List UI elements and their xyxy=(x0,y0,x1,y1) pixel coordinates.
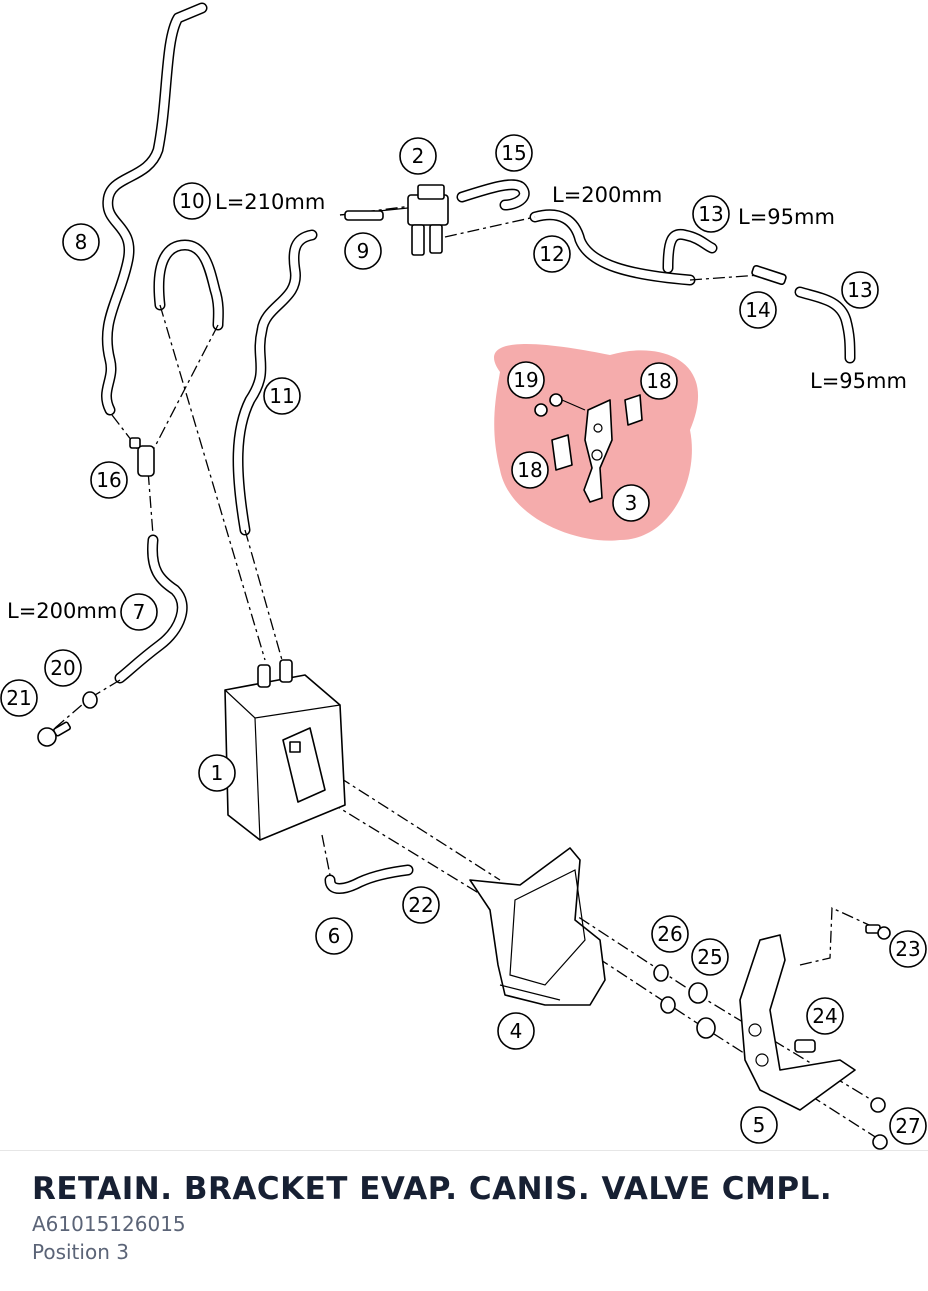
callout-18-lower[interactable]: 18 xyxy=(511,451,549,489)
part-position: Position 3 xyxy=(32,1240,129,1264)
callout-14[interactable]: 14 xyxy=(739,291,777,329)
callout-25[interactable]: 25 xyxy=(691,938,729,976)
screw-21[interactable] xyxy=(37,721,71,747)
svg-text:27: 27 xyxy=(895,1114,920,1138)
length-label-12: L=200mm xyxy=(552,183,662,207)
callout-27[interactable]: 27 xyxy=(889,1107,927,1145)
valve-part-2[interactable] xyxy=(339,184,449,256)
svg-text:21: 21 xyxy=(6,686,31,710)
screw-19[interactable] xyxy=(534,393,586,417)
callout-4[interactable]: 4 xyxy=(497,1012,535,1050)
callout-26[interactable]: 26 xyxy=(651,915,689,953)
callout-12[interactable]: 12 xyxy=(533,235,571,273)
callout-8[interactable]: 8 xyxy=(62,223,100,261)
svg-text:15: 15 xyxy=(501,141,526,165)
hose-12 xyxy=(529,209,696,286)
svg-text:19: 19 xyxy=(513,368,538,392)
svg-text:14: 14 xyxy=(745,298,770,322)
hose-10 xyxy=(153,239,224,331)
connector-part-16[interactable] xyxy=(129,437,155,477)
svg-text:18: 18 xyxy=(517,458,542,482)
svg-text:13: 13 xyxy=(847,278,872,302)
nut-18-lower[interactable] xyxy=(551,434,573,471)
bracket-part-4[interactable] xyxy=(469,847,606,1006)
clip-20[interactable] xyxy=(82,691,98,709)
callout-24[interactable]: 24 xyxy=(806,997,844,1035)
bolt-23[interactable] xyxy=(865,924,891,940)
svg-text:22: 22 xyxy=(408,893,433,917)
callout-16[interactable]: 16 xyxy=(90,461,128,499)
callout-23[interactable]: 23 xyxy=(889,930,927,968)
hose-8 xyxy=(100,2,208,416)
callout-18-upper[interactable]: 18 xyxy=(640,362,678,400)
callout-11[interactable]: 11 xyxy=(263,377,301,415)
part-title: RETAIN. BRACKET EVAP. CANIS. VALVE CMPL. xyxy=(32,1171,833,1207)
hose-15 xyxy=(456,179,530,211)
svg-text:18: 18 xyxy=(646,369,671,393)
length-label-10: L=210mm xyxy=(215,190,325,214)
bolt-24[interactable] xyxy=(794,1039,816,1053)
callout-5[interactable]: 5 xyxy=(740,1106,778,1144)
svg-text:1: 1 xyxy=(211,761,224,785)
svg-text:12: 12 xyxy=(539,242,564,266)
svg-text:2: 2 xyxy=(412,144,425,168)
svg-text:5: 5 xyxy=(753,1113,766,1137)
svg-text:8: 8 xyxy=(75,230,88,254)
svg-text:6: 6 xyxy=(328,924,341,948)
hose-13-upper xyxy=(662,228,718,274)
retain-bracket-part-3[interactable] xyxy=(583,399,613,503)
hose-6 xyxy=(324,864,414,894)
bolt-27[interactable] xyxy=(870,1097,888,1150)
exploded-parts-diagram: 1 2 3 4 5 6 7 8 9 10 11 12 13 13 14 15 1… xyxy=(0,2,927,1150)
callout-7[interactable]: 7 xyxy=(120,593,158,631)
svg-text:13: 13 xyxy=(698,202,723,226)
hose-7 xyxy=(114,534,188,684)
canister-part-1[interactable] xyxy=(224,659,346,841)
svg-text:24: 24 xyxy=(812,1004,837,1028)
svg-text:23: 23 xyxy=(895,937,920,961)
hose-13-lower xyxy=(794,286,856,364)
callout-19[interactable]: 19 xyxy=(507,361,545,399)
callout-9[interactable]: 9 xyxy=(344,232,382,270)
hose-11 xyxy=(232,229,318,536)
length-label-13-upper: L=95mm xyxy=(738,205,835,229)
callout-22[interactable]: 22 xyxy=(402,886,440,924)
svg-text:26: 26 xyxy=(657,922,682,946)
svg-text:20: 20 xyxy=(50,656,75,680)
grommet-26[interactable] xyxy=(653,964,676,1014)
svg-text:7: 7 xyxy=(133,600,146,624)
svg-text:25: 25 xyxy=(697,945,722,969)
callout-6[interactable]: 6 xyxy=(315,917,353,955)
callout-3[interactable]: 3 xyxy=(612,484,650,522)
nut-18-upper[interactable] xyxy=(624,394,643,426)
bracket-part-5[interactable] xyxy=(739,934,856,1111)
svg-text:16: 16 xyxy=(96,468,121,492)
callout-10[interactable]: 10 xyxy=(173,182,211,220)
length-label-13-lower: L=95mm xyxy=(810,369,907,393)
connector-part-14[interactable] xyxy=(751,264,787,286)
callout-13-lower[interactable]: 13 xyxy=(841,271,879,309)
callout-21[interactable]: 21 xyxy=(0,679,38,717)
svg-text:9: 9 xyxy=(357,239,370,263)
svg-text:4: 4 xyxy=(510,1019,523,1043)
part-info-footer: RETAIN. BRACKET EVAP. CANIS. VALVE CMPL.… xyxy=(0,1150,928,1291)
callout-1[interactable]: 1 xyxy=(198,754,236,792)
callout-2[interactable]: 2 xyxy=(399,137,437,175)
svg-text:11: 11 xyxy=(269,384,294,408)
grommet-25[interactable] xyxy=(688,982,716,1039)
callout-15[interactable]: 15 xyxy=(495,134,533,172)
svg-text:10: 10 xyxy=(179,189,204,213)
svg-text:3: 3 xyxy=(625,491,638,515)
part-number: A61015126015 xyxy=(32,1212,186,1236)
callout-13-upper[interactable]: 13 xyxy=(692,195,730,233)
callout-20[interactable]: 20 xyxy=(44,649,82,687)
length-label-7: L=200mm xyxy=(7,599,117,623)
